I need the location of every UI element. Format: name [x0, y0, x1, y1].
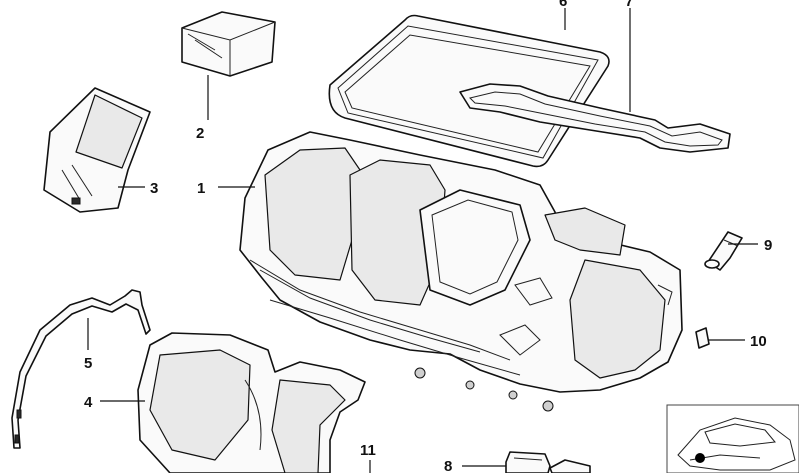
callout-8: 8	[444, 458, 452, 473]
blower-casing-part[interactable]	[137, 332, 366, 473]
callout-2: 2	[196, 125, 204, 142]
clip-part[interactable]	[695, 327, 710, 349]
housing-cover-part[interactable]	[43, 87, 151, 213]
vehicle-thumbnail	[666, 404, 799, 473]
seal-strip-part[interactable]	[11, 289, 151, 449]
connector-part[interactable]	[704, 231, 743, 271]
callout-4: 4	[84, 394, 93, 411]
callout-10: 10	[750, 333, 767, 350]
callout-5: 5	[84, 355, 92, 372]
callout-11: 11	[360, 442, 376, 459]
callout-9: 9	[764, 237, 772, 254]
callout-7: 7	[625, 0, 633, 10]
callout-3: 3	[150, 180, 158, 197]
duct-seal-part[interactable]	[459, 83, 731, 153]
leader-lines	[87, 8, 758, 473]
callout-6: 6	[559, 0, 567, 10]
small-duct-part[interactable]	[505, 451, 591, 473]
heater-housing-part[interactable]	[239, 131, 683, 412]
callout-1: 1	[197, 180, 205, 197]
filter-block-part[interactable]	[181, 11, 276, 77]
